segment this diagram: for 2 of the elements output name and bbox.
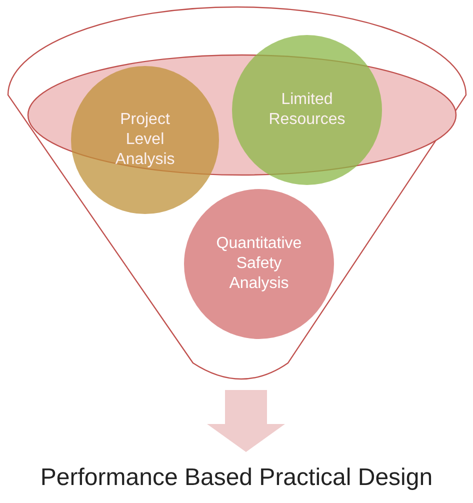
result-text: Performance Based Practical Design	[0, 452, 473, 503]
block-arrow	[207, 390, 285, 452]
